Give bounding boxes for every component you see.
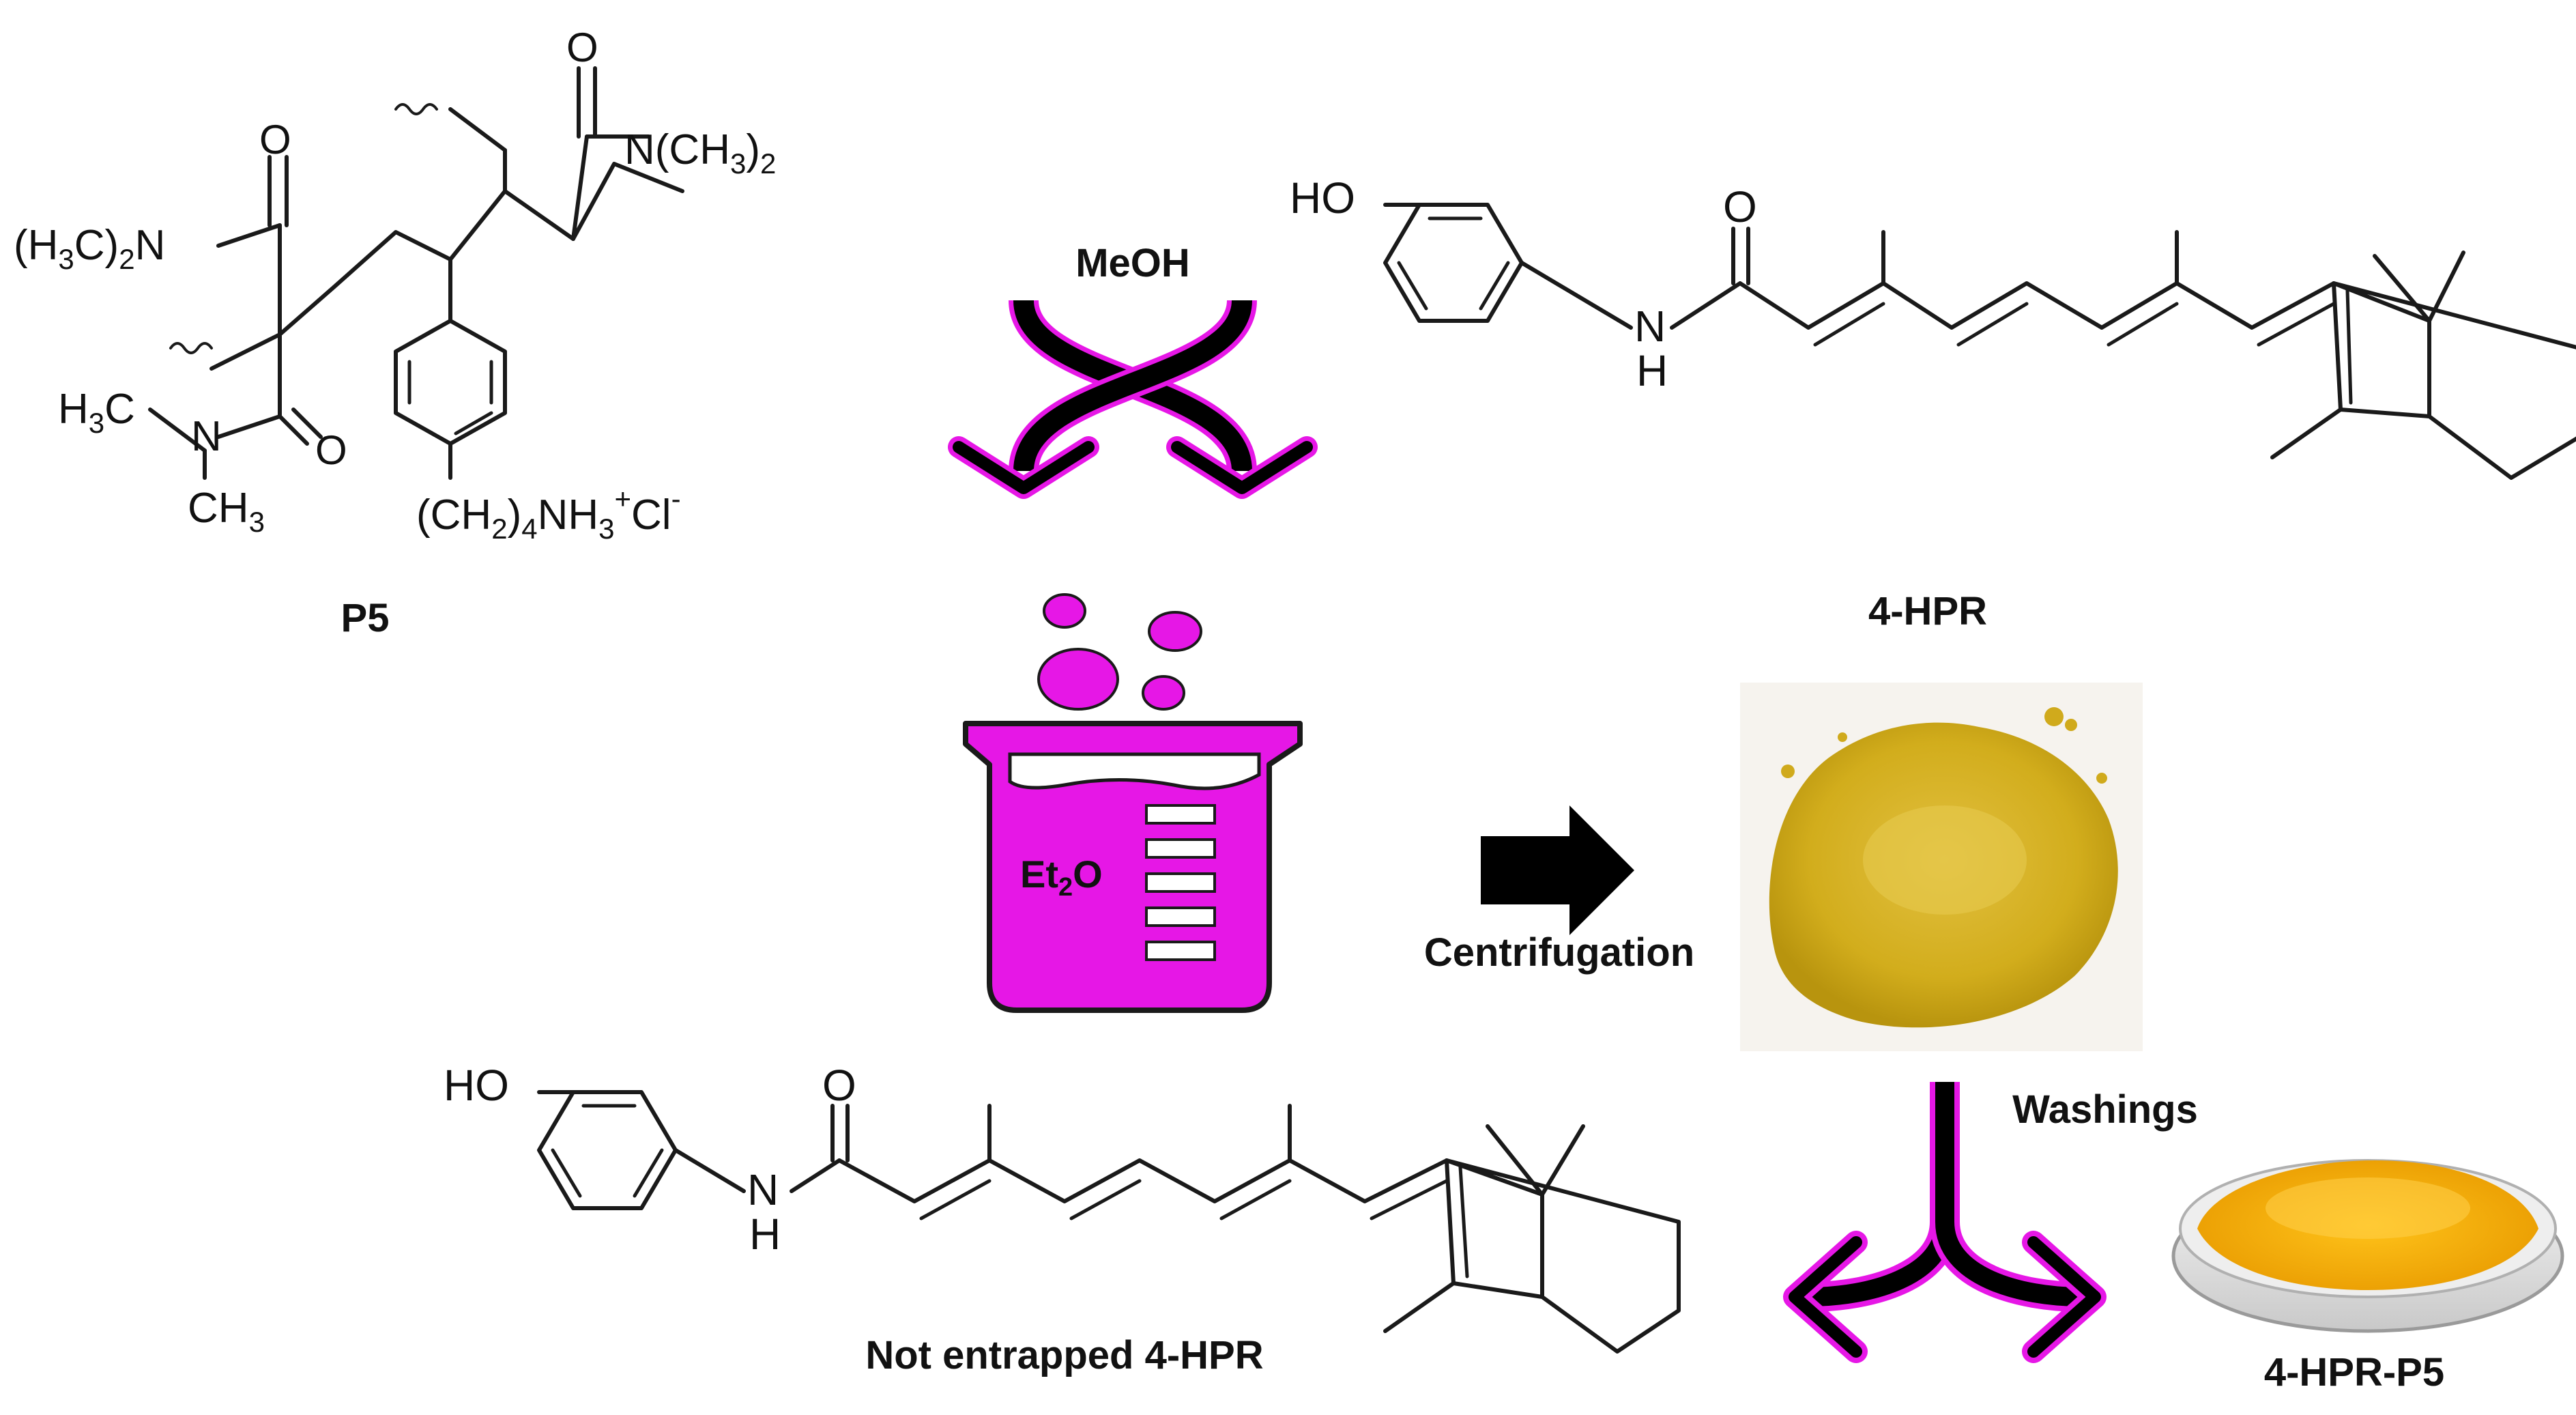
p5-nme2-left: (H3C)2N [14,222,165,275]
p5-label: P5 [341,596,390,640]
p5-h3c: H3C [58,386,135,439]
ether-label: Et2O [1020,853,1103,902]
svg-text:(H3C)2N: (H3C)2N [14,222,165,275]
hpr-bottom-ho: HO [444,1061,509,1110]
centrifugation-label: Centrifugation [1424,930,1694,975]
p5-o-top-left: O [259,117,291,162]
hpr-bottom-h: H [749,1210,781,1259]
p5-structure [148,66,684,480]
hpr-structure-top [1383,203,2576,480]
svg-text:N(CH3)2: N(CH3)2 [624,126,776,180]
p5-ammonium: (CH2)4NH3+Cl- [416,483,681,545]
svg-text:CH3: CH3 [188,485,265,538]
hpr-structure-bottom [537,1090,1681,1354]
p5-n-bottom: N [191,413,222,460]
beaker-icon [963,593,1303,1013]
p5-o-bottom: O [315,427,347,473]
p5-nme2-right: N(CH3)2 [624,126,776,180]
hpr-bottom-o: O [822,1061,856,1110]
centrifugation-arrow-icon [1481,805,1634,935]
methanol-label: MeOH [1075,241,1190,285]
hpr-bottom-n: N [747,1165,779,1214]
hpr-top-h: H [1636,346,1668,395]
svg-text:(CH2)4NH3+Cl-: (CH2)4NH3+Cl- [416,483,681,545]
p5-o-top-right: O [566,25,598,70]
petri-dish-image [2171,1159,2564,1333]
split-arrow-icon [1783,1082,2107,1363]
crossing-arrows-icon [948,298,1318,499]
p5-ch3: CH3 [188,485,265,538]
hpr-top-o: O [1723,182,1757,231]
powder-pile-image [1740,683,2143,1051]
svg-text:H3C: H3C [58,386,135,439]
hpr-top-ho: HO [1290,173,1355,223]
product-label: 4-HPR-P5 [2264,1350,2444,1395]
not-entrapped-label: Not entrapped 4-HPR [865,1333,1263,1377]
washings-label: Washings [2012,1087,2198,1132]
svg-text:Et2O: Et2O [1020,853,1103,902]
hpr-top-n: N [1634,302,1666,351]
hpr-label: 4-HPR [1868,589,1987,633]
